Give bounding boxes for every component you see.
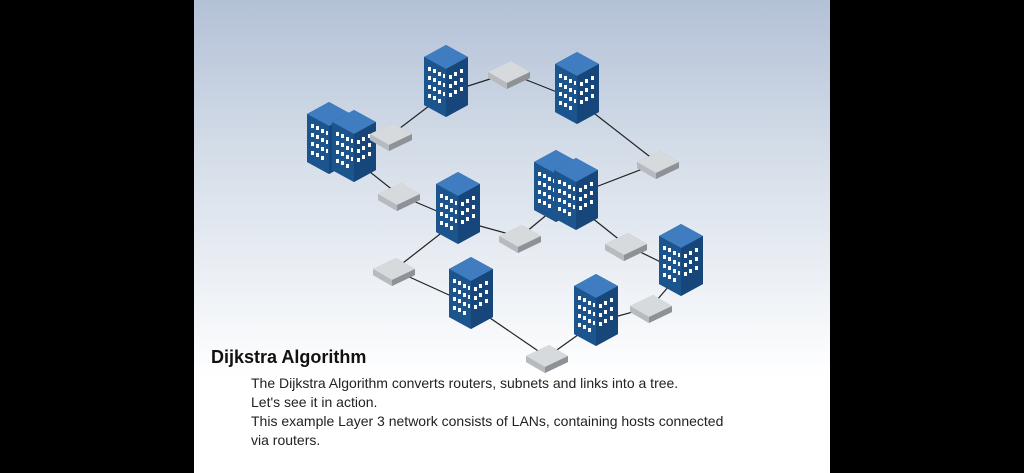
building-icon: [424, 45, 468, 117]
router-icon: [630, 295, 672, 323]
network-diagram: [307, 45, 703, 373]
router-icon: [605, 233, 647, 261]
description-line: Let's see it in action.: [251, 394, 378, 410]
building-icon: [574, 274, 618, 346]
building-icon: [555, 52, 599, 124]
description-line: The Dijkstra Algorithm converts routers,…: [251, 375, 679, 391]
router-icon: [637, 151, 679, 179]
router-icon: [499, 225, 541, 253]
router-icon: [378, 183, 420, 211]
description-line: via routers.: [251, 432, 321, 448]
building-icon: [436, 172, 480, 244]
slide-description: The Dijkstra Algorithm converts routers,…: [251, 374, 723, 450]
building-icon: [449, 257, 493, 329]
network-links: [345, 72, 682, 358]
router-icon: [526, 345, 568, 373]
router-icon: [370, 123, 412, 151]
building-icon: [554, 158, 598, 230]
presentation-slide: Dijkstra Algorithm The Dijkstra Algorith…: [194, 0, 830, 473]
building-icon: [659, 224, 703, 296]
building-icon: [332, 110, 376, 182]
slide-title: Dijkstra Algorithm: [211, 347, 367, 367]
router-icon: [373, 258, 415, 286]
router-icon: [488, 61, 530, 89]
description-line: This example Layer 3 network consists of…: [251, 413, 724, 429]
